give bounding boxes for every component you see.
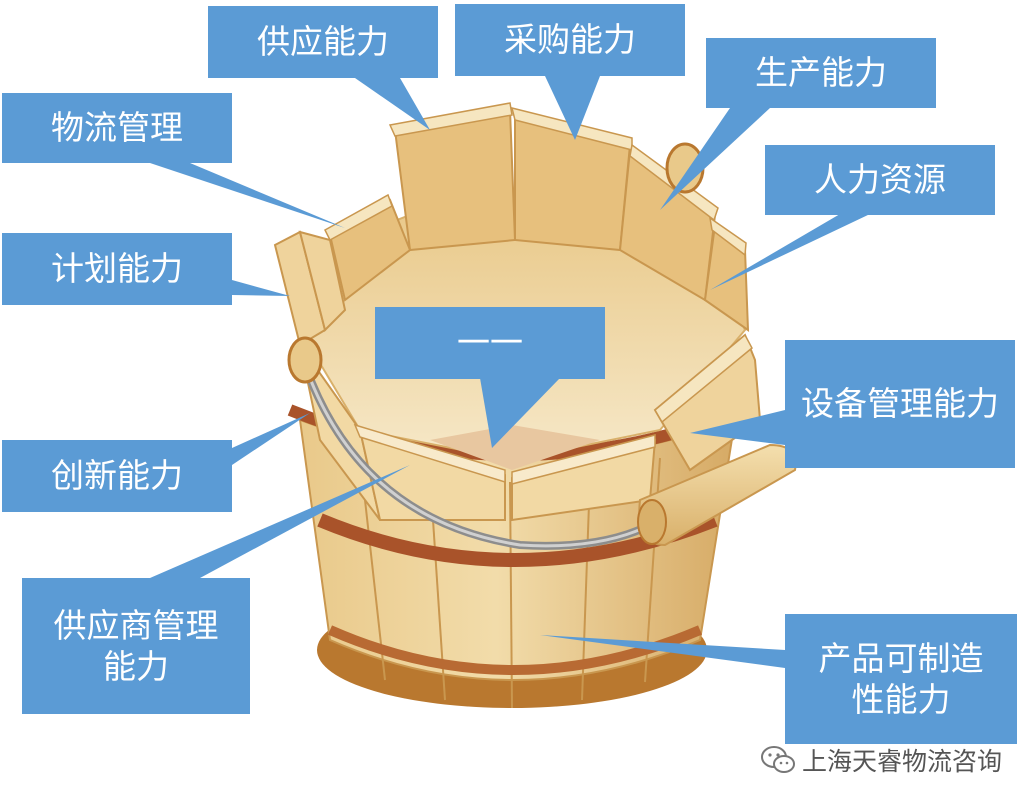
callout-equipment-management: 设备管理能力 [785,340,1015,468]
left-staves [273,230,347,347]
callout-human-resources: 人力资源 [765,145,995,215]
wechat-icon [760,745,796,775]
callout-center: 一一 [375,307,605,379]
callout-planning-capability: 计划能力 [2,233,232,305]
callout-supplier-management: 供应商管理能力 [22,578,250,714]
callout-logistics-management: 物流管理 [2,93,232,163]
callout-pointers [150,76,870,668]
right-stave-top [654,333,753,424]
front-stave-tops [353,423,656,485]
callout-production-capability: 生产能力 [706,38,936,108]
watermark: 上海天睿物流咨询 [760,742,1002,778]
callout-manufacturability: 产品可制造性能力 [785,614,1017,744]
watermark-text: 上海天睿物流咨询 [802,747,1003,776]
callout-supply-capability: 供应能力 [208,6,438,78]
callout-purchasing-capability: 采购能力 [455,4,685,76]
handle-lug-left [287,336,323,384]
bucket-floor [430,425,600,470]
callout-innovation-capability: 创新能力 [2,440,232,512]
